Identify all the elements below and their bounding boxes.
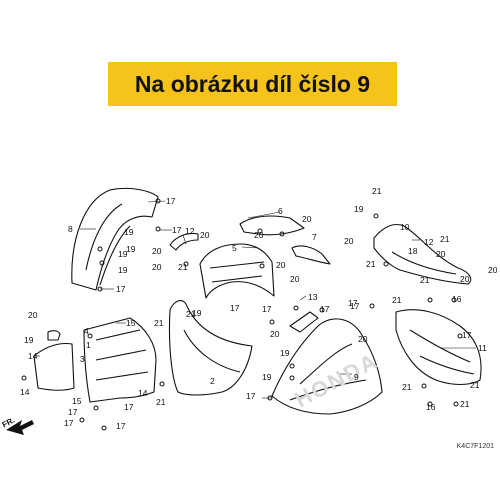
callout-label: 21 (156, 397, 166, 407)
part-number-banner: Na obrázku díl číslo 9 (108, 62, 397, 106)
callout-label: 21 (392, 295, 402, 305)
part-8-upper-cover (71, 187, 159, 291)
callout-label: 21 (366, 259, 376, 269)
callout-label: 21 (178, 262, 188, 272)
callout-label: 19 (124, 227, 134, 237)
callout-label: 9 (354, 372, 359, 382)
callout-label: 17 (166, 196, 176, 206)
callout-label: 14 (138, 388, 148, 398)
callout-label: 19 (280, 348, 290, 358)
callout-label: 20 (460, 274, 470, 284)
callout-label: 17 (246, 391, 256, 401)
part-3-side-cover (33, 342, 75, 391)
callout-label: 1 (86, 340, 91, 350)
callout-label: 17 (116, 421, 126, 431)
callout-label: 20 (28, 310, 38, 320)
part-9-front-side-cover (271, 318, 383, 415)
callout-label: 21 (420, 275, 430, 285)
callout-label: 20 (152, 246, 162, 256)
callout-label: 21 (372, 186, 382, 196)
callout-label: 6 (278, 206, 283, 216)
callout-label: 20 (436, 249, 446, 259)
callout-label: 16 (452, 294, 462, 304)
callout-label: 19 (24, 335, 34, 345)
callout-label: 17 (64, 418, 74, 428)
callout-label: 17 (320, 304, 330, 314)
callout-label: 20 (488, 265, 498, 275)
part-12-inner-bracket (169, 232, 199, 251)
callout-label: 20 (358, 334, 368, 344)
callout-label: 7 (312, 232, 317, 242)
callout-label: 4 (84, 326, 89, 336)
callout-label: 15 (126, 318, 136, 328)
diagram-code: K4C7F1201 (456, 443, 494, 450)
callout-label: 14 (28, 351, 38, 361)
callout-label: 19 (262, 372, 272, 382)
callout-label: 17 (124, 402, 134, 412)
callout-label: 20 (276, 260, 286, 270)
callout-label: 18 (408, 246, 418, 256)
callout-label: 3 (80, 354, 85, 364)
callout-label: 19 (192, 308, 202, 318)
part-13-clip (289, 311, 319, 333)
callout-label: 17 (262, 304, 272, 314)
callout-label: 21 (402, 382, 412, 392)
part-2-front-nose (168, 300, 253, 396)
callout-label: 10 (400, 222, 410, 232)
part-5-meter-panel (199, 243, 275, 299)
callout-label: 14 (20, 387, 30, 397)
callout-label: 20 (302, 214, 312, 224)
callout-label: 20 (270, 329, 280, 339)
callout-label: 13 (308, 292, 318, 302)
callout-label: 5 (232, 243, 237, 253)
callout-label: 12 (424, 237, 434, 247)
callout-label: 21 (440, 234, 450, 244)
callout-label: 20 (152, 262, 162, 272)
callout-label: 20 (290, 274, 300, 284)
callout-label: 2 (210, 376, 215, 386)
callout-label: 16 (426, 402, 436, 412)
part-10-inner-cover (373, 223, 472, 285)
callout-label: 21 (460, 399, 470, 409)
callout-label: 21 (186, 309, 196, 319)
callout-label: 11 (478, 343, 487, 353)
callout-label: 15 (72, 396, 82, 406)
callout-label: 17 (68, 407, 78, 417)
callout-label: 20 (254, 230, 264, 240)
callout-label: 20 (200, 230, 210, 240)
callout-label: 8 (68, 224, 73, 234)
callout-label: 19 (118, 265, 128, 275)
part-7-trim (291, 245, 331, 265)
part-4-leg-shield (83, 317, 157, 403)
callout-label: 17 (172, 225, 182, 235)
callout-label: 17 (462, 330, 472, 340)
front-direction-arrow (6, 420, 34, 435)
part-11-lower-cover (395, 309, 482, 386)
callout-label: 12 (185, 226, 195, 236)
callout-label: 20 (344, 236, 354, 246)
callout-label: 19 (118, 249, 128, 259)
callout-label: 17 (230, 303, 240, 313)
part-1-grommet (47, 330, 61, 341)
part-6-top-garnish (239, 215, 305, 236)
callout-label: 17 (348, 298, 358, 308)
callout-label: 21 (154, 318, 164, 328)
callout-label: 17 (350, 301, 360, 311)
callout-label: 17 (116, 284, 126, 294)
callout-label: 21 (470, 380, 480, 390)
callout-label: 19 (126, 244, 136, 254)
callout-label: 19 (354, 204, 364, 214)
